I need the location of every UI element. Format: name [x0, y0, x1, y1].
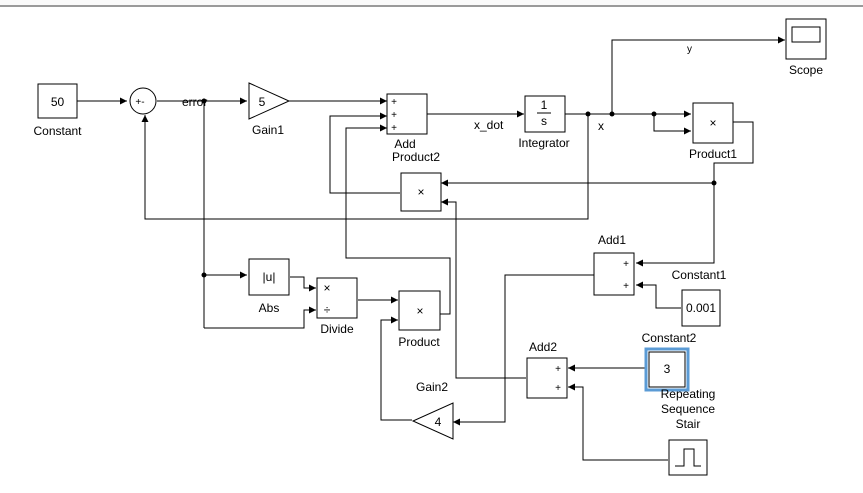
- divide-div-sign: ÷: [324, 303, 331, 317]
- product2-label: Product2: [392, 150, 440, 164]
- add2-sign-2: +: [555, 383, 561, 394]
- divide-mul-sign: ×: [323, 281, 330, 295]
- product1-label: Product1: [689, 147, 737, 161]
- gain1-value: 5: [259, 95, 266, 109]
- integrator-numerator: 1: [541, 98, 548, 112]
- constant2-block[interactable]: 3 Constant2: [642, 331, 697, 392]
- product1-block[interactable]: × Product1: [689, 102, 737, 161]
- divide-block[interactable]: × ÷ Divide: [316, 277, 358, 336]
- divide-label: Divide: [320, 322, 354, 336]
- add1-sign-1: +: [623, 259, 629, 270]
- product1-op: ×: [709, 116, 716, 130]
- scope-block[interactable]: Scope: [785, 18, 827, 77]
- add-sign-1: +: [391, 97, 397, 108]
- add-sign-3: +: [391, 123, 397, 134]
- stair-waveform-icon: [675, 448, 701, 467]
- add1-sign-2: +: [623, 281, 629, 292]
- constant2-label: Constant2: [642, 331, 697, 345]
- product2-op: ×: [417, 185, 424, 199]
- add2-sign-1: +: [555, 364, 561, 375]
- gain2-value: 4: [435, 415, 442, 429]
- add1-block[interactable]: + + Add1: [593, 233, 635, 296]
- constant-block[interactable]: 50 Constant: [33, 83, 82, 138]
- constant2-value: 3: [664, 362, 671, 376]
- product-op: ×: [416, 304, 423, 318]
- canvas-top-border: [0, 0, 863, 7]
- stair-label-line-1: Repeating: [661, 387, 716, 401]
- add-label: Add: [394, 137, 415, 151]
- product-block[interactable]: × Product: [398, 290, 441, 349]
- scope-label: Scope: [789, 63, 823, 77]
- add-block[interactable]: + + + Add: [386, 93, 428, 151]
- signal-label-x: x: [598, 119, 604, 133]
- abs-block[interactable]: |u| Abs: [248, 258, 290, 315]
- abs-value: |u|: [263, 270, 276, 284]
- integrator-label: Integrator: [518, 136, 569, 150]
- signal-lines[interactable]: [77, 36, 785, 461]
- constant-value: 50: [51, 95, 65, 109]
- gain2-label: Gain2: [416, 380, 448, 394]
- abs-label: Abs: [259, 301, 280, 315]
- add2-block[interactable]: + + Add2: [526, 340, 568, 399]
- add-sign-2: +: [391, 110, 397, 121]
- repeating-sequence-stair-block[interactable]: Repeating Sequence Stair: [661, 387, 716, 476]
- scope-screen-icon: [791, 26, 821, 43]
- stair-label-line-3: Stair: [676, 417, 701, 431]
- integrator-denominator: s: [541, 114, 547, 128]
- add2-label: Add2: [529, 340, 557, 354]
- signal-label-error: error: [182, 95, 207, 109]
- product2-block[interactable]: × Product2: [392, 150, 442, 212]
- sum-block[interactable]: +-: [129, 87, 157, 115]
- sum-signs: +-: [135, 97, 144, 108]
- signal-label-y: y: [687, 44, 692, 55]
- product-label: Product: [398, 335, 440, 349]
- gain2-block[interactable]: 4 Gain2: [411, 380, 454, 440]
- integrator-block[interactable]: 1 s Integrator: [518, 95, 570, 150]
- signal-label-x-dot: x_dot: [474, 118, 504, 132]
- constant1-label: Constant1: [672, 268, 727, 282]
- constant1-block[interactable]: 0.001 Constant1: [672, 268, 727, 327]
- add1-label: Add1: [598, 233, 626, 247]
- constant-label: Constant: [33, 124, 82, 138]
- gain1-block[interactable]: 5 Gain1: [248, 82, 291, 137]
- stair-label-line-2: Sequence: [661, 402, 715, 416]
- gain1-label: Gain1: [252, 123, 284, 137]
- constant1-value: 0.001: [686, 301, 716, 315]
